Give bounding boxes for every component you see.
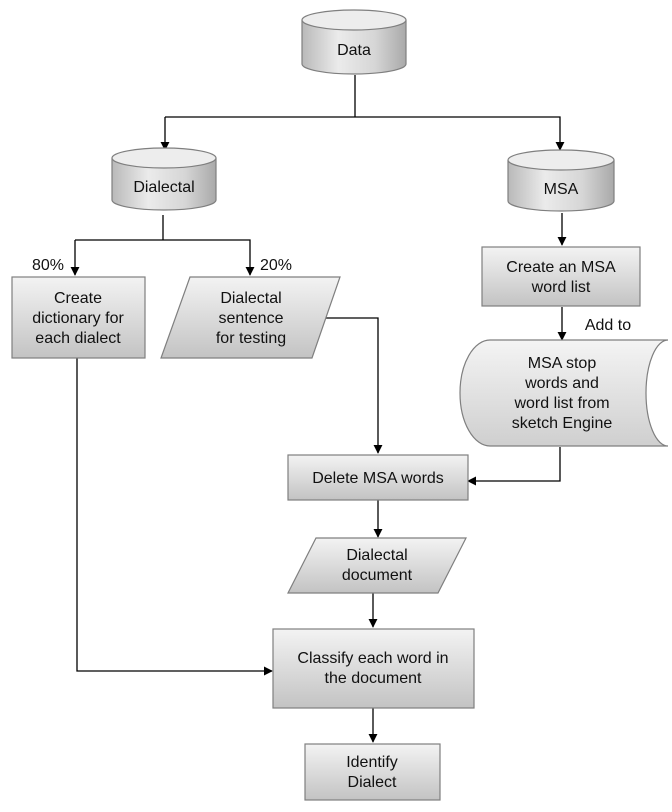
edge-data-to-dialectal bbox=[165, 116, 355, 150]
edge-dialectal-to-sentence bbox=[163, 239, 255, 276]
node-create-dictionary-line-3: each dialect bbox=[35, 330, 121, 347]
edge-stopwords-to-delete bbox=[467, 447, 561, 486]
node-create-dictionary-line-1: Create bbox=[54, 290, 102, 307]
node-dialectal-document: Dialectal document bbox=[287, 537, 467, 594]
node-msa-label: MSA bbox=[544, 181, 579, 198]
edge-data-to-msa bbox=[355, 116, 565, 151]
edge-label-20: 20% bbox=[260, 257, 292, 274]
edge-label-add-to: Add to bbox=[585, 317, 631, 334]
node-delete-msa-label: Delete MSA words bbox=[312, 470, 444, 487]
node-dialectal-sentence-line-2: sentence bbox=[219, 310, 284, 327]
node-create-dictionary-line-2: dictionary for bbox=[32, 310, 124, 327]
node-create-msa-list-line-1: Create an MSA bbox=[506, 259, 616, 276]
node-dialectal-sentence-line-1: Dialectal bbox=[220, 290, 281, 307]
node-msa-stop-words: MSA stop words and word list from sketch… bbox=[459, 339, 669, 447]
edges bbox=[75, 75, 567, 743]
edge-label-80: 80% bbox=[32, 257, 64, 274]
node-msa-stop-words-line-3: word list from bbox=[513, 395, 609, 412]
node-dialectal-label: Dialectal bbox=[133, 179, 194, 196]
node-dialectal-document-line-2: document bbox=[342, 567, 413, 584]
node-msa-stop-words-line-2: words and bbox=[524, 375, 599, 392]
node-dialectal-sentence-line-3: for testing bbox=[216, 330, 286, 347]
edge-dialectal-to-dictionary bbox=[75, 239, 163, 275]
node-msa: MSA bbox=[507, 149, 615, 212]
node-create-msa-list-line-2: word list bbox=[531, 279, 591, 296]
node-dialectal-document-line-1: Dialectal bbox=[346, 547, 407, 564]
node-identify-line-2: Dialect bbox=[348, 774, 397, 791]
node-classify-line-1: Classify each word in bbox=[297, 650, 448, 667]
node-classify-line-2: the document bbox=[325, 670, 423, 687]
node-delete-msa: Delete MSA words bbox=[287, 454, 469, 501]
node-data-label: Data bbox=[337, 42, 371, 59]
node-dialectal: Dialectal bbox=[111, 147, 217, 211]
node-create-msa-list: Create an MSA word list bbox=[481, 246, 641, 307]
node-identify-line-1: Identify bbox=[346, 754, 398, 771]
edge-dictionary-to-classify bbox=[76, 358, 273, 676]
node-classify: Classify each word in the document bbox=[272, 628, 475, 709]
node-dialectal-sentence: Dialectal sentence for testing bbox=[160, 276, 341, 359]
node-create-dictionary: Create dictionary for each dialect bbox=[11, 276, 146, 359]
node-msa-stop-words-line-4: sketch Engine bbox=[512, 415, 613, 432]
node-data: Data bbox=[301, 9, 407, 75]
edge-sentence-to-delete bbox=[318, 317, 383, 454]
node-msa-stop-words-line-1: MSA stop bbox=[528, 355, 597, 372]
node-identify: Identify Dialect bbox=[304, 743, 441, 801]
